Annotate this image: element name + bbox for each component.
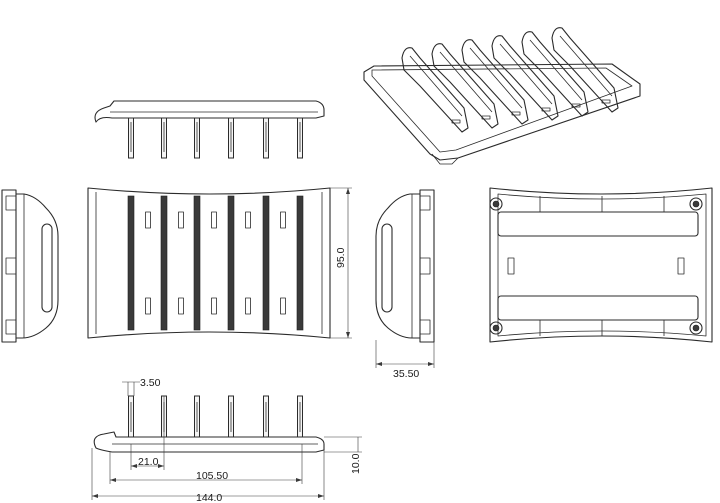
dim-slot-thickness: 3.50 (140, 377, 161, 389)
slot-rail (262, 195, 286, 331)
slot-post (128, 395, 134, 438)
slot-rail (296, 195, 304, 331)
dim-base-height: 10.0 (350, 453, 362, 474)
iso-fin (401, 47, 469, 133)
isometric-view (363, 27, 641, 165)
bottom-view (489, 187, 713, 343)
slot-post (194, 117, 200, 159)
side-elevation-bottom: 3.50 21.0 105.50 144.0 10.0 (91, 377, 362, 503)
end-view-left (1, 189, 59, 343)
slot-rail (227, 195, 251, 331)
slot-post (297, 395, 303, 438)
slot-post (161, 117, 167, 159)
dim-slot-span: 105.50 (196, 470, 228, 482)
slot-post (194, 395, 200, 438)
iso-fin (461, 39, 529, 125)
iso-fin (551, 27, 619, 113)
iso-fin (491, 35, 559, 121)
slot-rail (193, 195, 217, 331)
top-view: 95.0 (87, 187, 352, 339)
iso-slot-fins (401, 27, 619, 133)
foot-pads (489, 197, 703, 335)
slot-rail (127, 195, 151, 331)
slot-posts-top (128, 117, 303, 159)
slot-post (128, 117, 134, 159)
dim-depth-side: 35.50 (393, 368, 419, 380)
iso-fin (521, 31, 589, 117)
dim-overall-length: 144.0 (196, 492, 222, 503)
slot-post (263, 395, 269, 438)
slot-rail (160, 195, 184, 331)
iso-fin (431, 43, 499, 129)
slot-post (228, 395, 234, 438)
top-view-slots (127, 195, 304, 331)
dim-height-front: 95.0 (335, 247, 347, 268)
dim-first-slot: 21.0 (138, 456, 159, 468)
end-view-right: 35.50 (375, 189, 435, 380)
slot-post (263, 117, 269, 159)
slot-post (228, 117, 234, 159)
side-elevation-top (94, 100, 325, 159)
slot-posts-bottom (128, 395, 303, 438)
slot-post (297, 117, 303, 159)
